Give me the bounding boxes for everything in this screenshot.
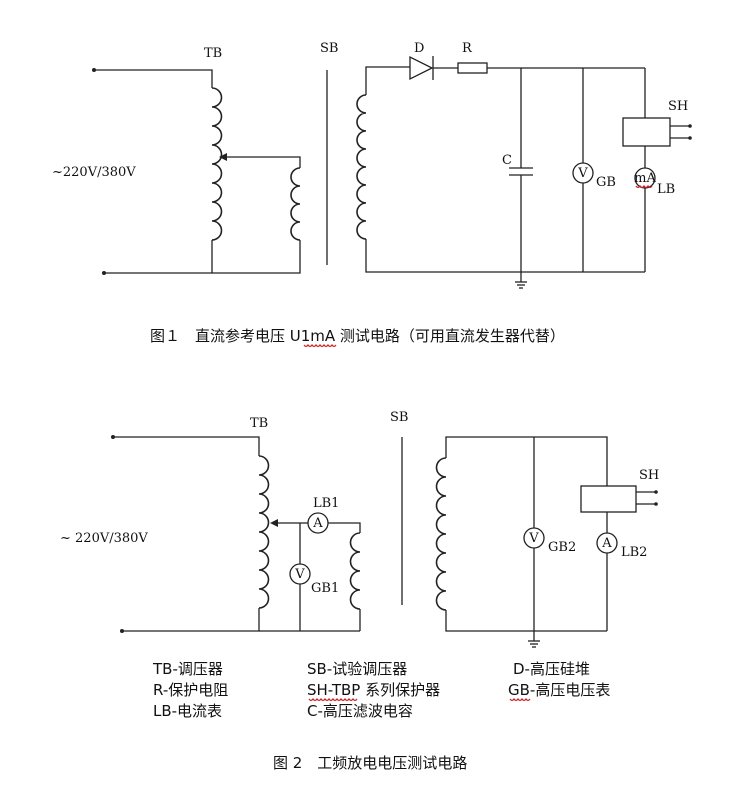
tb-secondary-coil [290,167,301,241]
resistor-r [457,62,488,74]
wire-ground-bus-2 [445,610,607,632]
label-r: R [462,41,473,56]
wire-input-bottom-2 [122,608,260,632]
wire-input-top-2 [113,436,260,456]
spellcheck-underline [635,184,653,189]
legend-item: GB-高压电压表 [508,681,610,699]
label-tb: TB [204,46,222,61]
protector-sh-2 [580,485,637,513]
protector-sh [622,117,671,147]
label-gb: GB [596,175,616,190]
label-sb-2: SB [390,410,408,425]
ammeter-lb2-symbol: A [601,536,612,551]
voltmeter-gb-symbol: V [577,166,588,181]
sb-coil [356,94,367,240]
figure-2-caption: 图 2 工频放电电压测试电路 [273,754,467,772]
tb-coil [211,87,223,241]
label-sb: SB [320,41,338,56]
label-gb2: GB2 [548,540,576,555]
voltmeter-gb2-symbol: V [528,531,539,546]
wire-lb1-secondary [328,522,361,533]
label-gb1: GB1 [311,581,339,596]
figure-1: V mA TB SB D R C GB LB SH ~220V/380V 图１ … [52,41,692,348]
tb-secondary-coil-2 [349,532,361,610]
legend-item: R-保护电阻 [153,681,228,699]
wire-input-top [94,69,213,88]
sb-coil-2 [435,457,447,611]
figure-2: A V V A TB [60,410,659,772]
label-tb-2: TB [250,416,268,431]
wire-secondary-bottom [212,240,301,274]
sh-terminal-dot-1 [688,124,692,128]
ammeter-lb-symbol: mA [634,171,656,186]
legend: TB-调压器 SB-试验调压器 D-高压硅堆 R-保护电阻 SH-TBP 系列保… [152,660,610,720]
legend-item: C-高压滤波电容 [307,702,413,720]
sh-terminal-dot-2 [688,136,692,140]
label-supply-1: ~220V/380V [52,165,136,180]
legend-item: SH-TBP 系列保护器 [307,681,440,699]
label-sh: SH [668,99,688,114]
sh2-terminal-dot-2 [654,502,658,506]
tb-tap-arrow-2 [270,519,278,527]
diode-d [409,55,434,81]
tb-tap-arrow [219,153,227,161]
wire-sb-top-2 [445,436,608,486]
label-c: C [502,153,512,168]
legend-item: SB-试验调压器 [307,660,407,678]
wire-tb-tap [224,156,301,168]
label-d: D [414,41,424,56]
legend-item: LB-电流表 [153,702,222,720]
legend-squiggle-1 [308,697,358,702]
wire-input-bottom [104,240,213,274]
caption-squiggle [303,343,337,348]
legend-squiggle-2 [509,697,531,702]
label-lb2: LB2 [621,545,647,560]
label-lb1: LB1 [313,496,339,511]
wire-sb-top [365,66,410,95]
legend-item: D-高压硅堆 [513,660,590,678]
ammeter-lb1-symbol: A [312,516,323,531]
tb-coil-2 [258,455,270,609]
label-supply-2: ~ 220V/380V [60,531,148,546]
figure-1-caption: 图１ 直流参考电压 U1mA 测试电路（可用直流发生器代替） [150,327,565,345]
voltmeter-gb1-symbol: V [294,567,305,582]
label-sh-2: SH [639,468,659,483]
wire-ground-bus [365,239,645,273]
legend-item: TB-调压器 [152,660,223,678]
label-lb: LB [657,182,675,197]
sh2-terminal-dot-1 [654,490,658,494]
